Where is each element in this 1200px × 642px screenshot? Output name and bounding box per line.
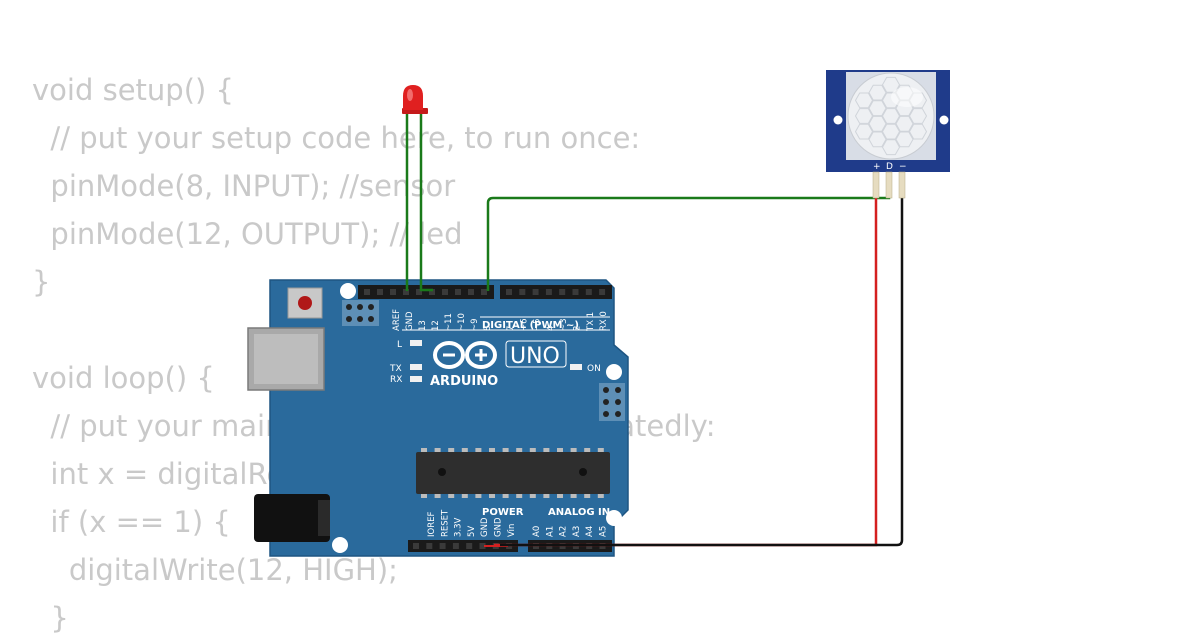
power-pin-label: RESET: [440, 509, 450, 537]
mount-hole: [340, 283, 356, 299]
digital-pin-label: RX 0: [599, 311, 609, 331]
code-line: digitalWrite(12, HIGH);: [32, 553, 398, 587]
digital-pin-label: 2: [573, 326, 583, 331]
icsp-header-top: [342, 300, 379, 326]
code-line: pinMode(12, OUTPUT); // led: [32, 217, 463, 251]
power-label: POWER: [482, 507, 524, 518]
led-on-indicator: ON: [570, 364, 601, 374]
digital-pin-label: 13: [418, 320, 428, 331]
power-pin-label: 3.3V: [454, 517, 464, 537]
analog-pin-label: A5: [599, 526, 609, 537]
analog-pin-label: A2: [559, 526, 569, 537]
led-tx-indicator: TX: [389, 364, 422, 374]
pir-pin-label: +: [873, 162, 881, 172]
digital-pin-label: ~6: [519, 318, 529, 331]
svg-text:UNO: UNO: [510, 344, 560, 369]
digital-pin-label: ~10: [457, 313, 467, 331]
mount-hole: [332, 537, 348, 553]
mount-hole: [606, 510, 622, 526]
atmega-chip: [416, 448, 610, 498]
svg-text:L: L: [397, 340, 402, 350]
svg-text:TX: TX: [389, 364, 402, 374]
power-pin-label: Vin: [507, 524, 517, 537]
digital-pin-label: 4: [546, 326, 556, 331]
red-led[interactable]: [402, 85, 428, 114]
pir-sensor[interactable]: + D−: [826, 70, 950, 199]
pir-dome: [847, 72, 935, 160]
power-pin-label: IOREF: [427, 512, 437, 537]
model-badge: UNO: [505, 340, 567, 369]
bottom-headers: [408, 540, 612, 552]
wire-ground[interactable]: [500, 170, 904, 547]
digital-pin-label: ~11: [444, 313, 454, 331]
code-line: // put your setup code here, to run once…: [32, 121, 641, 155]
wires: [405, 110, 904, 547]
digital-pin-label: 8: [483, 326, 493, 331]
led-l-indicator: L: [397, 340, 422, 350]
analog-pin-label: A3: [572, 526, 582, 537]
analog-pin-label: A4: [585, 526, 595, 537]
reset-button[interactable]: [287, 287, 323, 319]
dc-power-jack[interactable]: [254, 494, 330, 542]
digital-pin-label: 12: [431, 320, 441, 331]
led-rx-indicator: RX: [390, 375, 422, 385]
code-line: pinMode(8, INPUT); //sensor: [32, 169, 456, 203]
power-pin-label: GND: [480, 517, 490, 537]
analog-pin-label: A0: [532, 526, 542, 537]
analog-label: ANALOG IN: [548, 507, 610, 518]
code-line: }: [32, 265, 51, 299]
code-line: void setup() {: [32, 73, 234, 107]
digital-pin-label: ~9: [470, 318, 480, 331]
wire-signal-pin8[interactable]: [486, 170, 891, 291]
digital-pin-label: GND: [405, 311, 415, 331]
arduino-logo: [433, 341, 497, 369]
svg-text:RX: RX: [390, 375, 402, 385]
digital-header: [358, 285, 612, 299]
code-line: if (x == 1) {: [32, 505, 231, 539]
digital-pwm-label: DIGITAL (PWM ~): [482, 320, 579, 331]
digital-pin-label: ~5: [533, 318, 543, 331]
code-line: void loop() {: [32, 361, 215, 395]
brand-label: ARDUINO: [430, 374, 498, 389]
usb-connector[interactable]: [247, 327, 325, 391]
analog-pin-label: A1: [545, 526, 555, 537]
digital-pin-label: 7: [506, 326, 516, 331]
power-pin-label: GND: [494, 517, 504, 537]
pir-pin-label: −: [899, 162, 907, 172]
mount-hole: [606, 364, 622, 380]
digital-pin-label: TX 1: [586, 312, 596, 332]
icsp-header-right: [599, 383, 625, 421]
digital-pin-label: ~3: [559, 318, 569, 331]
digital-pin-label: AREF: [392, 309, 402, 331]
code-line: }: [32, 601, 69, 635]
pir-pin-label: D: [886, 162, 893, 172]
svg-text:ON: ON: [587, 364, 601, 374]
pir-pins: + D−: [872, 162, 907, 199]
led-wire-pin12[interactable]: [419, 110, 433, 292]
power-pin-label: 5V: [467, 526, 477, 537]
